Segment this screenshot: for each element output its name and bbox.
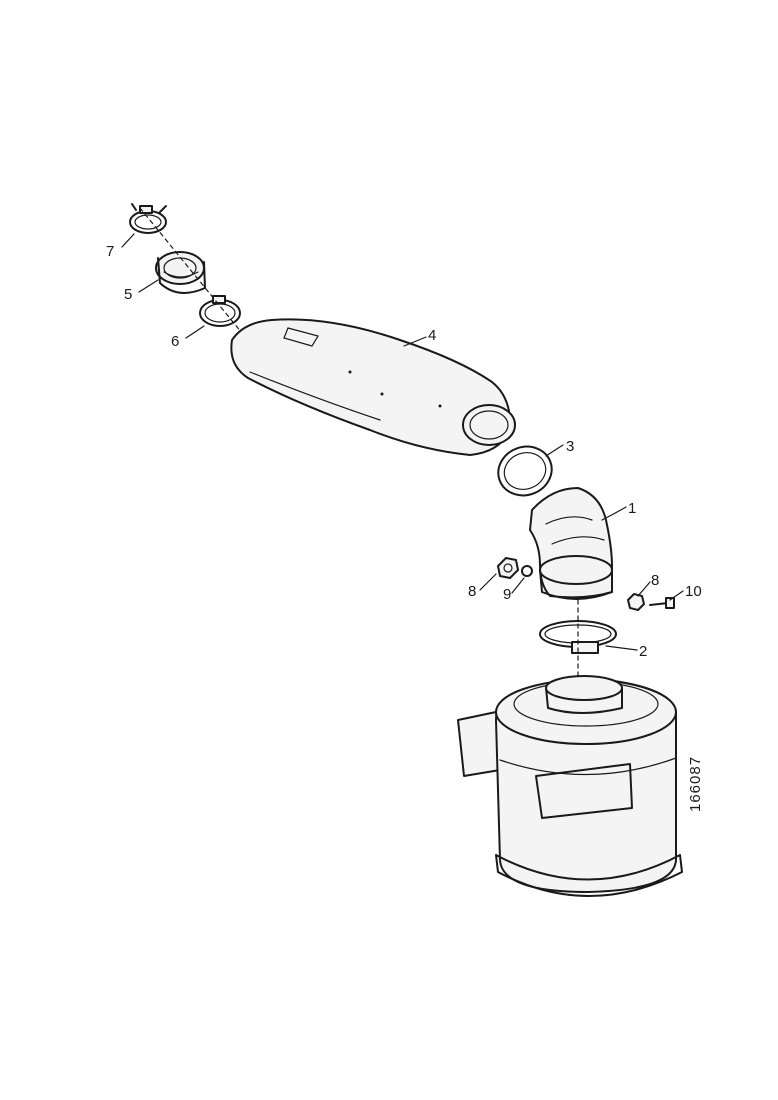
part-10-bolt — [649, 597, 675, 609]
assembly-axis-line — [139, 207, 247, 339]
callout-8-left: 8 — [468, 583, 476, 600]
part-8-nut-left — [497, 557, 519, 579]
callout-7: 7 — [106, 243, 114, 260]
callout-6: 6 — [171, 333, 179, 350]
callout-5: 5 — [124, 286, 132, 303]
part-3-clamp-ring — [497, 445, 553, 497]
callout-9: 9 — [503, 586, 511, 603]
leader-lines — [121, 233, 684, 651]
part-9-washer-left — [521, 565, 533, 577]
part-2-band-clamp — [539, 620, 617, 654]
callout-1: 1 — [628, 500, 636, 517]
part-4-intake-pipe — [230, 318, 516, 456]
part-1-elbow — [529, 487, 613, 600]
drawing-reference-code: 166087 — [687, 756, 704, 812]
callout-4: 4 — [428, 327, 436, 344]
callout-10: 10 — [685, 583, 702, 600]
callout-2: 2 — [639, 643, 647, 660]
part-5-coupling-sleeve — [155, 251, 206, 294]
part-6-hose-clamp — [199, 295, 241, 327]
air-filter-housing — [457, 675, 683, 897]
callout-8-right: 8 — [651, 572, 659, 589]
part-8-nut-right — [627, 593, 645, 611]
part-7-hose-clamp — [129, 203, 167, 234]
callout-3: 3 — [566, 438, 574, 455]
